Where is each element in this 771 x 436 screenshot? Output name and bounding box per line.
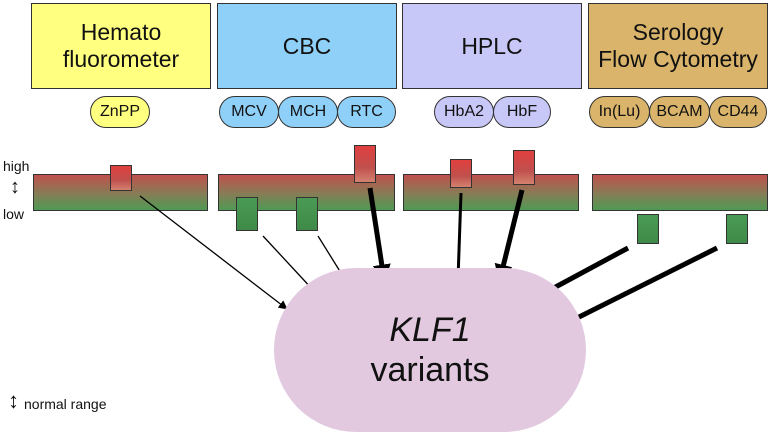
level-rtc-high bbox=[354, 145, 376, 183]
arrow-rtc bbox=[367, 187, 391, 283]
marker-pill-rtc: RTC bbox=[337, 96, 396, 128]
legend-normal-range-label: normal range bbox=[24, 396, 107, 412]
marker-pill-hba2: HbA2 bbox=[434, 96, 494, 128]
scale-high-label: high bbox=[3, 158, 30, 174]
scale-arrow-icon: ↕ bbox=[10, 176, 20, 198]
arrow-cd44 bbox=[555, 245, 719, 330]
marker-pill-bcam: BCAM bbox=[649, 96, 710, 128]
gene-sublabel: variants bbox=[370, 351, 490, 389]
level-cd44-low bbox=[726, 214, 748, 244]
level-mcv-low bbox=[236, 197, 258, 231]
marker-pill-mch: MCH bbox=[278, 96, 338, 128]
klf1-variants-node: KLF1 variants bbox=[274, 268, 586, 432]
arrow-hbf bbox=[494, 189, 525, 283]
marker-pill-hbf: HbF bbox=[493, 96, 551, 128]
arrow-mcv bbox=[262, 235, 315, 292]
normal-range-band-hplc bbox=[403, 174, 579, 211]
arrow-hba2 bbox=[452, 192, 464, 282]
level-znpp-high bbox=[110, 165, 132, 191]
level-hba2-high bbox=[450, 159, 472, 188]
method-box-hplc: HPLC bbox=[402, 3, 582, 89]
marker-pill-in-lu: In(Lu) bbox=[589, 96, 650, 128]
marker-pill-cd44: CD44 bbox=[709, 96, 767, 128]
level-hbf-high bbox=[513, 150, 535, 185]
level-in-lu-low bbox=[637, 214, 659, 244]
arrow-znpp bbox=[139, 195, 288, 310]
scale-low-label: low bbox=[3, 206, 25, 222]
marker-pill-mcv: MCV bbox=[219, 96, 279, 128]
method-box-hematofluorometer: Hemato fluorometer bbox=[31, 3, 211, 89]
method-box-cbc: CBC bbox=[217, 3, 397, 89]
method-box-serology-flow-cytometry: Serology Flow Cytometry bbox=[588, 3, 768, 89]
normal-range-band-serology bbox=[592, 174, 768, 211]
legend-arrow-icon: ↕ bbox=[8, 388, 19, 413]
gene-name: KLF1 bbox=[389, 311, 471, 349]
level-mch-low bbox=[296, 197, 318, 231]
marker-pill-znpp: ZnPP bbox=[90, 96, 150, 128]
